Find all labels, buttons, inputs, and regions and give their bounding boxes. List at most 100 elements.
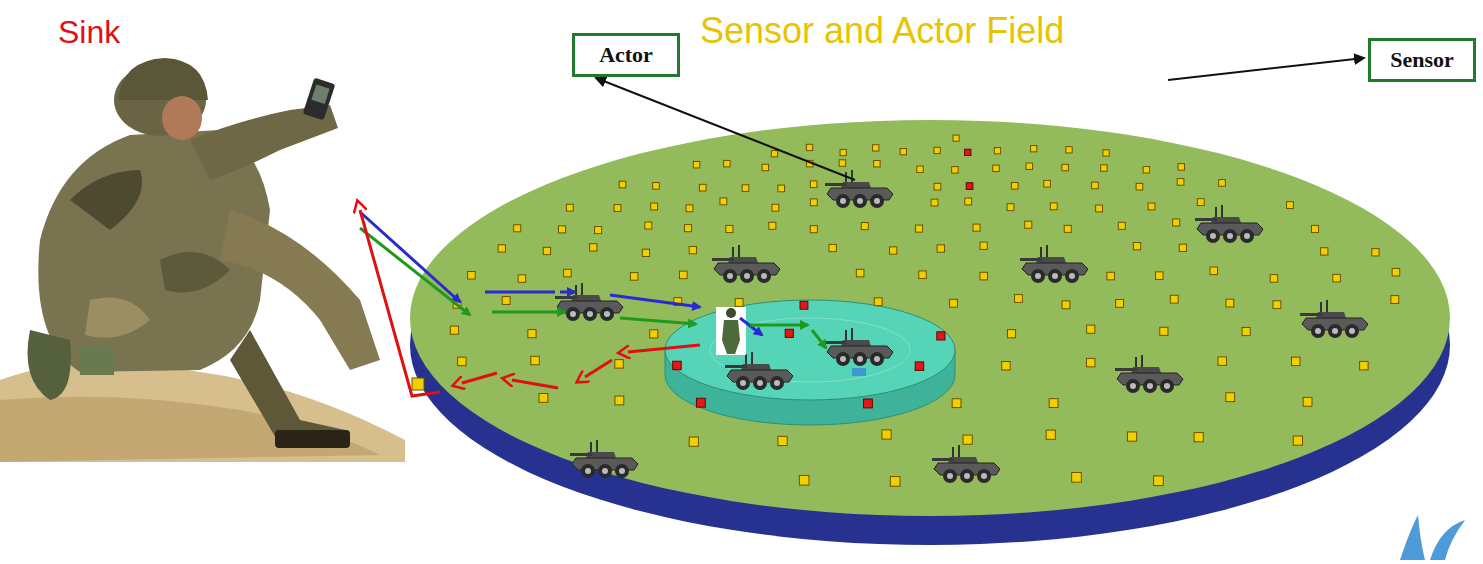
sensor-node xyxy=(653,182,660,189)
sensor-node xyxy=(590,244,597,251)
data-flow-arrows xyxy=(360,210,826,396)
active-sensor xyxy=(915,362,923,370)
sensor-node xyxy=(965,198,972,205)
sensor-node xyxy=(839,160,845,166)
sensor-node xyxy=(882,430,891,439)
sensor-node xyxy=(1007,204,1014,211)
sensor-node xyxy=(1046,430,1055,439)
active-sensor xyxy=(696,398,705,407)
sensor-node xyxy=(829,244,836,251)
sensor-node xyxy=(1219,180,1226,187)
sensor-node xyxy=(931,199,938,206)
sensor-node xyxy=(1293,436,1302,445)
sensor-node xyxy=(1311,225,1318,232)
sensor-node xyxy=(810,226,817,233)
sensor-node xyxy=(458,357,466,365)
sensor-node xyxy=(680,271,688,279)
sensor-node xyxy=(772,204,779,211)
active-sensor xyxy=(864,399,873,408)
sensor-node xyxy=(934,147,940,153)
event-region xyxy=(665,300,955,425)
sensor-node xyxy=(693,161,699,167)
sensor-node xyxy=(1160,327,1168,335)
sensor-node xyxy=(778,185,785,192)
sensor-node xyxy=(917,166,923,172)
sensor-node xyxy=(1226,299,1234,307)
sensor-node xyxy=(735,299,743,307)
callout-text: Actor xyxy=(599,42,653,68)
sensor-node xyxy=(919,271,927,279)
target-figure xyxy=(716,307,866,376)
sensor-node xyxy=(1107,272,1115,280)
sensor-node xyxy=(1148,203,1155,210)
sensor-node xyxy=(769,222,776,229)
sensor-node xyxy=(874,160,880,166)
sensor-node xyxy=(1066,147,1072,153)
sensor-node xyxy=(1177,179,1184,186)
sensor-node xyxy=(619,181,626,188)
sensor-node xyxy=(1270,275,1278,283)
sensor-node xyxy=(890,477,900,487)
sensor-node xyxy=(993,165,999,171)
sensor-node xyxy=(498,245,505,252)
sensor-node xyxy=(937,245,944,252)
sensor-node xyxy=(1210,267,1218,275)
sink-label: Sink xyxy=(58,14,120,51)
sensor-node xyxy=(615,396,624,405)
callout-text: Sensor xyxy=(1390,47,1454,73)
sensor-node xyxy=(973,224,980,231)
sensor-node xyxy=(1096,205,1103,212)
sensor-node xyxy=(1025,221,1032,228)
leader-line xyxy=(596,78,855,180)
active-sensor xyxy=(937,332,945,340)
sensor-node xyxy=(1049,399,1058,408)
sensor-node xyxy=(1154,476,1164,486)
sensor-node xyxy=(684,225,691,232)
sensor-node xyxy=(1218,357,1226,365)
callout-box: Actor xyxy=(572,33,680,77)
sensor-node xyxy=(1103,150,1109,156)
sensor-node xyxy=(724,160,730,166)
sensor-node xyxy=(953,135,959,141)
sensor-node xyxy=(514,225,521,232)
active-sensor xyxy=(673,361,681,369)
sensor-node xyxy=(726,225,733,232)
sensor-node xyxy=(1226,393,1235,402)
sensor-node xyxy=(1179,244,1186,251)
active-sensor xyxy=(800,301,808,309)
sensor-node xyxy=(1360,361,1368,369)
sensor-node xyxy=(762,164,768,170)
sensor-node xyxy=(558,226,565,233)
sensor-node xyxy=(642,249,649,256)
sensor-node xyxy=(1062,164,1068,170)
sensor-node xyxy=(1194,433,1203,442)
sensor-node xyxy=(614,205,621,212)
sensor-node xyxy=(615,360,623,368)
sensor-node xyxy=(1064,225,1071,232)
sensor-node xyxy=(1116,299,1124,307)
sensor-node xyxy=(720,198,727,205)
sensor-node xyxy=(1086,358,1094,366)
sensor-node xyxy=(1002,362,1010,370)
sensor-node xyxy=(1072,473,1082,483)
sensor-node xyxy=(1050,203,1057,210)
sensor-node xyxy=(1333,274,1341,282)
sensor-node xyxy=(952,167,958,173)
sensor-node xyxy=(1392,268,1400,276)
sensor-node xyxy=(1133,242,1140,249)
sensor-node xyxy=(1273,301,1281,309)
sensor-node xyxy=(874,298,882,306)
sensor-node xyxy=(650,330,658,338)
sensor-node xyxy=(564,269,572,277)
sensor-node xyxy=(810,181,817,188)
sensor-node xyxy=(771,151,777,157)
sensor-node xyxy=(531,356,539,364)
sensor-node xyxy=(799,475,809,485)
sensor-nodes xyxy=(412,135,1400,486)
sensor-node xyxy=(1173,219,1180,226)
sensor-node xyxy=(1292,357,1300,365)
sensor-node xyxy=(994,148,1000,154)
sensor-node xyxy=(915,225,922,232)
